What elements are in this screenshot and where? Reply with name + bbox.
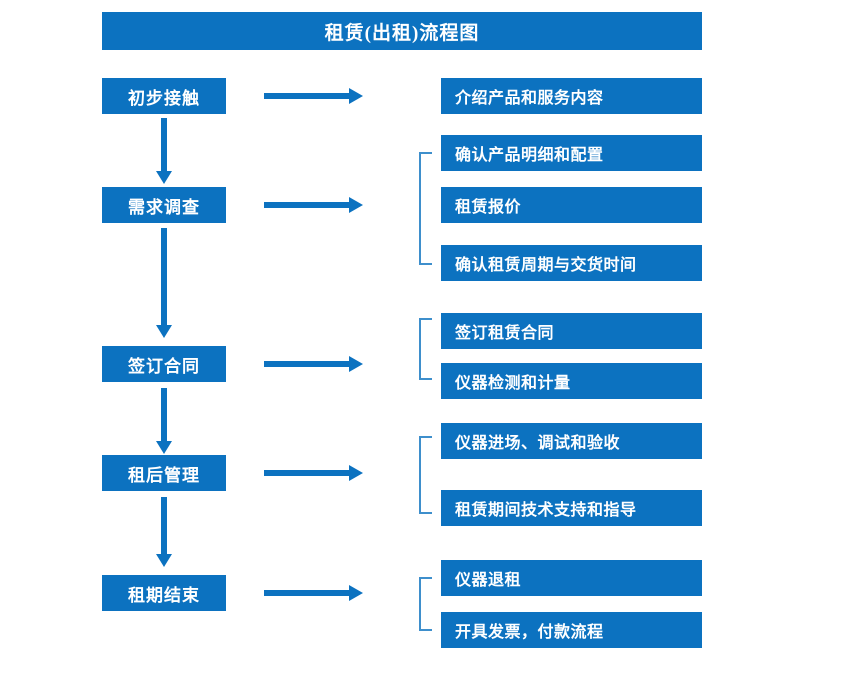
arrow-head: [349, 465, 363, 481]
detail-box-3[interactable]: 租赁报价: [441, 187, 702, 223]
arrow-right-4: [264, 465, 363, 481]
arrow-head: [156, 325, 172, 338]
detail-box-8[interactable]: 租赁期间技术支持和指导: [441, 490, 702, 526]
stage-box-4[interactable]: 租后管理: [102, 455, 226, 491]
arrow-shaft: [264, 590, 351, 596]
arrow-right-1: [264, 88, 363, 104]
arrow-shaft: [161, 497, 167, 554]
arrow-right-3: [264, 356, 363, 372]
detail-box-5[interactable]: 签订租赁合同: [441, 313, 702, 349]
stage-box-2[interactable]: 需求调查: [102, 187, 226, 223]
detail-box-9[interactable]: 仪器退租: [441, 560, 702, 596]
arrow-head: [156, 171, 172, 184]
arrow-shaft: [161, 118, 167, 171]
bracket-connector-group-5: [419, 577, 432, 631]
arrow-shaft: [161, 228, 167, 325]
detail-box-7[interactable]: 仪器进场、调试和验收: [441, 423, 702, 459]
arrow-shaft: [264, 202, 351, 208]
arrow-shaft: [264, 361, 351, 367]
bracket-connector-group-3: [419, 318, 432, 380]
arrow-right-5: [264, 585, 363, 601]
arrow-right-2: [264, 197, 363, 213]
arrow-head: [349, 585, 363, 601]
arrow-shaft: [264, 93, 351, 99]
detail-box-1[interactable]: 介绍产品和服务内容: [441, 78, 702, 114]
arrow-down-3: [156, 388, 172, 454]
arrow-head: [156, 554, 172, 567]
arrow-down-4: [156, 497, 172, 567]
stage-box-5[interactable]: 租期结束: [102, 575, 226, 611]
stage-box-1[interactable]: 初步接触: [102, 78, 226, 114]
arrow-head: [349, 88, 363, 104]
stage-box-3[interactable]: 签订合同: [102, 346, 226, 382]
arrow-head: [349, 197, 363, 213]
bracket-connector-group-2: [419, 152, 432, 265]
detail-box-2[interactable]: 确认产品明细和配置: [441, 135, 702, 171]
arrow-head: [156, 441, 172, 454]
detail-box-10[interactable]: 开具发票，付款流程: [441, 612, 702, 648]
bracket-connector-group-4: [419, 436, 432, 514]
arrow-shaft: [264, 470, 351, 476]
arrow-down-1: [156, 118, 172, 184]
diagram-title: 租赁(出租)流程图: [102, 12, 702, 50]
arrow-head: [349, 356, 363, 372]
detail-box-4[interactable]: 确认租赁周期与交货时间: [441, 245, 702, 281]
arrow-shaft: [161, 388, 167, 441]
detail-box-6[interactable]: 仪器检测和计量: [441, 363, 702, 399]
arrow-down-2: [156, 228, 172, 338]
